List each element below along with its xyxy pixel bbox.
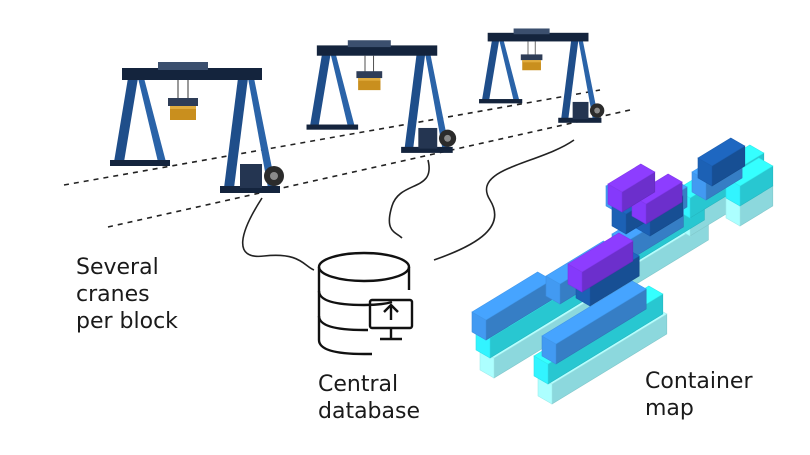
database-label: Central database: [318, 371, 420, 425]
container-stack-icon: [471, 137, 774, 405]
rail-lines: [63, 89, 631, 228]
crane-1: [109, 61, 285, 194]
gantry-crane-icon: [109, 28, 605, 194]
container-map-label-line-1: Container: [645, 369, 753, 394]
cranes-label: Several cranes per block: [76, 254, 178, 335]
cranes-label-line-3: per block: [76, 309, 178, 334]
cranes-label-line-2: cranes: [76, 282, 150, 307]
cranes-label-line-1: Several: [76, 255, 159, 280]
container-map-label-line-2: map: [645, 396, 694, 421]
container-map-label: Container map: [645, 368, 753, 422]
database-label-line-1: Central: [318, 372, 399, 397]
database-upload-icon: [317, 251, 414, 356]
crane-2: [306, 39, 457, 154]
database-label-line-2: database: [318, 399, 420, 424]
data-connectors: [241, 139, 575, 271]
